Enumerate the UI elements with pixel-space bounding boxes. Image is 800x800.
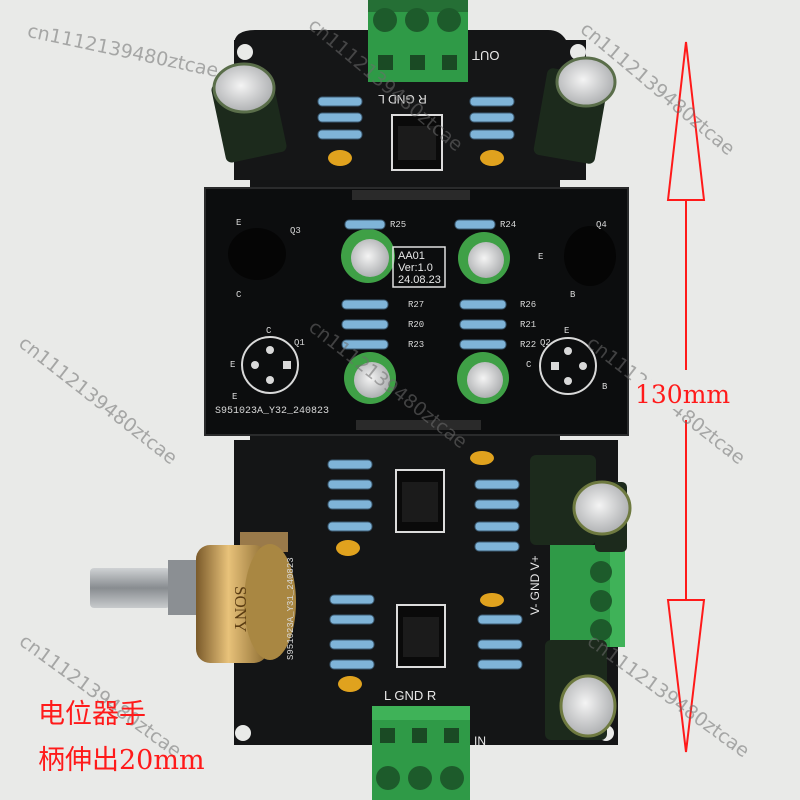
mount-hole	[570, 44, 586, 60]
caption-line-2: 柄伸出20mm	[38, 745, 205, 776]
capacitor-bottom-right	[545, 640, 617, 740]
in-label: IN	[474, 734, 486, 748]
ref-r25: R25	[390, 220, 407, 230]
transistor-q3	[228, 228, 286, 280]
ceramic-capacitors	[328, 150, 504, 692]
mount-hole	[235, 725, 251, 741]
ref-q2: Q2	[540, 338, 551, 348]
power-terminal-block	[550, 545, 625, 647]
ref-r20: R20	[408, 320, 425, 330]
potentiometer	[90, 532, 296, 663]
out-terminal-block	[368, 0, 468, 82]
capacitor-top-left	[211, 62, 287, 163]
main-board-code: S951023A_Y31_240823	[286, 557, 296, 660]
ref-q1: Q1	[294, 338, 305, 348]
ref-r21: R21	[520, 320, 537, 330]
capacitor-top-right	[533, 56, 617, 164]
pin-headers	[352, 190, 481, 430]
pin-c-q1: C	[266, 326, 272, 336]
pin-b-q2: B	[602, 382, 608, 392]
ref-r23: R23	[408, 340, 425, 350]
pin-c-q2: C	[526, 360, 532, 370]
ref-r26: R26	[520, 300, 537, 310]
pot-brand-text: SONY	[231, 586, 250, 633]
in-channels-label: L GND R	[384, 688, 437, 703]
mount-hole	[237, 44, 253, 60]
dimension-arrow	[666, 41, 706, 753]
pin-b-q4: B	[570, 290, 576, 300]
ref-r27: R27	[408, 300, 425, 310]
transistor-footprints	[241, 336, 597, 395]
pin-e-q1-lower: E	[232, 392, 238, 402]
ref-q4: Q4	[596, 220, 607, 230]
out-label: OUT	[472, 48, 500, 63]
caption-line-1: 电位器手	[38, 699, 146, 730]
ref-r24: R24	[500, 220, 517, 230]
pin-e-q4: E	[538, 252, 544, 262]
pin-e-q2: E	[564, 326, 570, 336]
power-label: V- GND V+	[528, 555, 542, 615]
sub-board-code: S951023A_Y32_240823	[215, 406, 330, 417]
transistor-q4	[564, 226, 616, 286]
pin-c-q3: C	[236, 290, 242, 300]
in-terminal-block	[372, 706, 470, 800]
green-capacitors	[341, 229, 510, 404]
pin-e-q1: E	[230, 360, 236, 370]
ref-q3: Q3	[290, 226, 301, 236]
sub-board-version-label: AA01 Ver:1.0 24.08.23	[398, 250, 441, 286]
dimension-label: 130mm	[633, 380, 733, 409]
resistors	[317, 96, 523, 670]
ref-r22: R22	[520, 340, 537, 350]
sub-pcb	[204, 187, 629, 436]
op-amp-sockets	[391, 114, 446, 668]
capacitor-mid-right	[530, 455, 632, 552]
pin-e-q3: E	[236, 218, 242, 228]
